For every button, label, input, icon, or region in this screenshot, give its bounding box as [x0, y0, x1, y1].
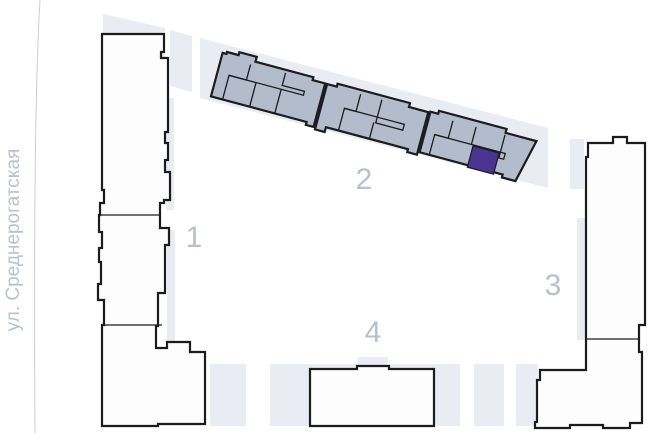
building-3[interactable]	[533, 135, 647, 430]
section-1[interactable]	[209, 48, 327, 129]
section-3[interactable]	[418, 109, 539, 184]
building-2[interactable]	[209, 48, 539, 186]
street-edge-line	[34, 0, 41, 433]
selected-apartment[interactable]	[466, 145, 500, 175]
building-label-1: 1	[186, 221, 203, 254]
building-label-2: 2	[356, 163, 373, 196]
building-1[interactable]	[96, 32, 207, 428]
street-label: ул. Среднерогатская	[3, 149, 24, 332]
building-label-3: 3	[545, 269, 562, 302]
building-label-4: 4	[365, 316, 382, 349]
section-2[interactable]	[313, 81, 430, 156]
building-4[interactable]	[308, 364, 436, 428]
